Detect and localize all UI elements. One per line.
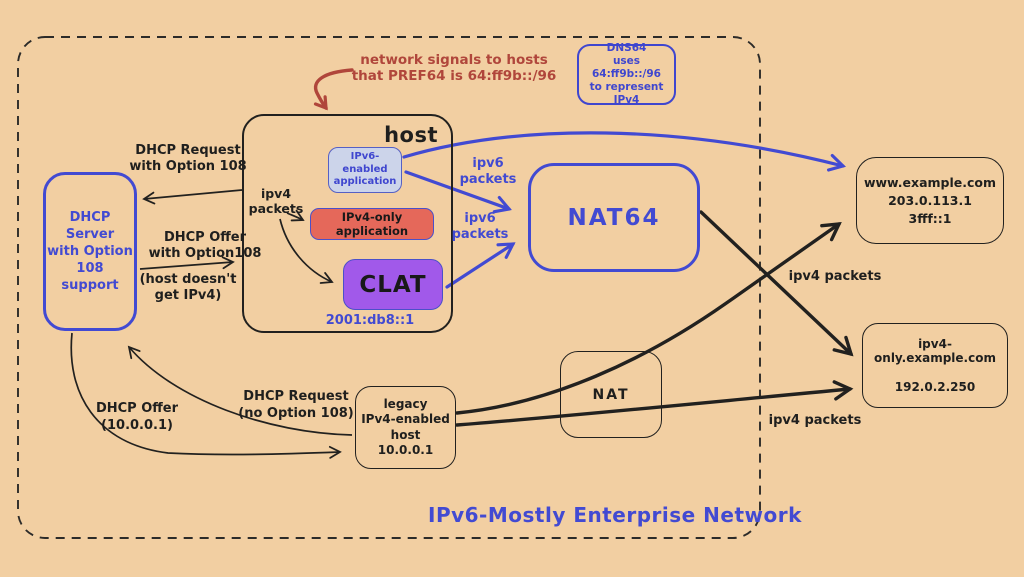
dhcp-request-legacy-line2: (no Option 108) — [238, 406, 354, 421]
ipv6-enabled-application-box: IPv6- enabled application — [328, 147, 402, 193]
ipv6-packets-lower-line2: packets — [451, 226, 509, 242]
clat-box: CLAT — [343, 259, 443, 310]
host-title: host — [384, 123, 438, 147]
legacy-host-line: host — [390, 427, 421, 442]
host-box: host — [242, 114, 453, 333]
dhcp-offer-108-label: DHCP Offer with Option108 — [144, 230, 266, 262]
dhcp-request-legacy-line1: DHCP Request — [243, 389, 349, 404]
legacy-host-line: legacy — [383, 396, 428, 411]
arrow-clat-to-nat64 — [445, 242, 516, 289]
ipv6-packets-upper-line1: ipv6 — [472, 156, 504, 171]
dhcp-offer-108-line1: DHCP Offer — [163, 230, 247, 245]
dhcp-offer-note-label: (host doesn't get IPv4) — [126, 272, 250, 304]
pref64-annotation-line2: that PREF64 is 64:ff9b::/96 — [351, 68, 557, 84]
nat64-label: NAT64 — [567, 204, 661, 231]
www-example-line: 3fff::1 — [908, 210, 952, 226]
network-caption: IPv6-Mostly Enterprise Network — [428, 503, 802, 527]
dhcp-request-108-line1: DHCP Request — [135, 143, 241, 158]
dhcp-request-108-label: DHCP Request with Option 108 — [126, 143, 250, 175]
ipv4-only-example-line: ipv4-only.example.com — [874, 337, 996, 365]
ipv6-packets-upper-label: ipv6 packets — [456, 156, 520, 187]
www-example-line: www.example.com — [863, 174, 997, 190]
ipv6-packets-lower-line1: ipv6 — [464, 211, 496, 226]
ipv4-only-example-box: ipv4-only.example.com 192.0.2.250 — [862, 323, 1008, 408]
ipv4-packets-host-line2: packets — [248, 201, 304, 216]
dhcp-offer-legacy-line2: (10.0.0.1) — [101, 418, 173, 433]
legacy-host-line: 10.0.0.1 — [377, 443, 434, 457]
dhcp-offer-legacy-line1: DHCP Offer — [95, 401, 179, 416]
legacy-ipv4-host-box: legacy IPv4-enabled host 10.0.0.1 — [355, 386, 456, 469]
dhcp-server-line: with Option — [47, 244, 133, 259]
dns64-line: uses 64:ff9b::/96 — [592, 55, 661, 80]
nat64-box: NAT64 — [528, 163, 700, 272]
ipv4-packets-host-line1: ipv4 — [260, 186, 292, 201]
ipv6-app-line: application — [333, 176, 397, 188]
nat-box: NAT — [560, 351, 662, 438]
dhcp-offer-note-line2: get IPv4) — [154, 288, 222, 303]
ipv4-only-application-box: IPv4-only application — [310, 208, 434, 240]
dns64-line: to represent — [589, 81, 664, 93]
dhcp-offer-108-line2: with Option108 — [148, 246, 262, 261]
dhcp-request-108-line2: with Option 108 — [129, 159, 247, 174]
dns64-line: DNS64 — [606, 42, 647, 54]
pref64-annotation-line1: network signals to hosts — [360, 52, 548, 68]
dns64-box: DNS64 uses 64:ff9b::/96 to represent IPv… — [577, 42, 676, 106]
dhcp-server-line: 108 support — [61, 261, 119, 293]
ipv4-packets-upper-label: ipv4 packets — [788, 269, 882, 284]
nat-label: NAT — [592, 386, 630, 403]
dhcp-request-legacy-label: DHCP Request (no Option 108) — [234, 388, 358, 422]
www-example-box: www.example.com 203.0.113.1 3fff::1 — [856, 157, 1004, 244]
arrow-dhcp-offer-108 — [139, 256, 235, 270]
arrow-dhcp-request-108 — [142, 189, 243, 205]
dns64-line: IPv4 — [613, 94, 640, 106]
ipv6-packets-upper-line2: packets — [459, 171, 517, 187]
dhcp-offer-note-line1: (host doesn't — [139, 272, 237, 287]
ipv4-packets-host-label: ipv4 packets — [244, 186, 308, 216]
ipv4-only-example-line: 192.0.2.250 — [894, 380, 976, 394]
ipv6-app-line: IPv6- — [350, 151, 380, 163]
ipv6-packets-lower-label: ipv6 packets — [448, 211, 512, 242]
www-example-line: 203.0.113.1 — [888, 192, 972, 208]
arrow-pref64-note — [313, 68, 354, 111]
ipv4-packets-lower-label: ipv4 packets — [768, 413, 862, 428]
dhcp-offer-legacy-label: DHCP Offer (10.0.0.1) — [77, 400, 197, 434]
dhcp-server-box: DHCP Server with Option 108 support — [43, 172, 137, 331]
clat-label: CLAT — [359, 271, 427, 298]
host-ipv6-address: 2001:db8::1 — [325, 313, 415, 328]
ipv4-app-label: IPv4-only application — [335, 210, 409, 238]
legacy-host-line: IPv4-enabled — [361, 412, 450, 426]
dhcp-server-line: DHCP Server — [65, 210, 115, 242]
pref64-annotation: network signals to hosts that PREF64 is … — [348, 52, 560, 84]
ipv6-app-line: enabled — [342, 163, 388, 175]
